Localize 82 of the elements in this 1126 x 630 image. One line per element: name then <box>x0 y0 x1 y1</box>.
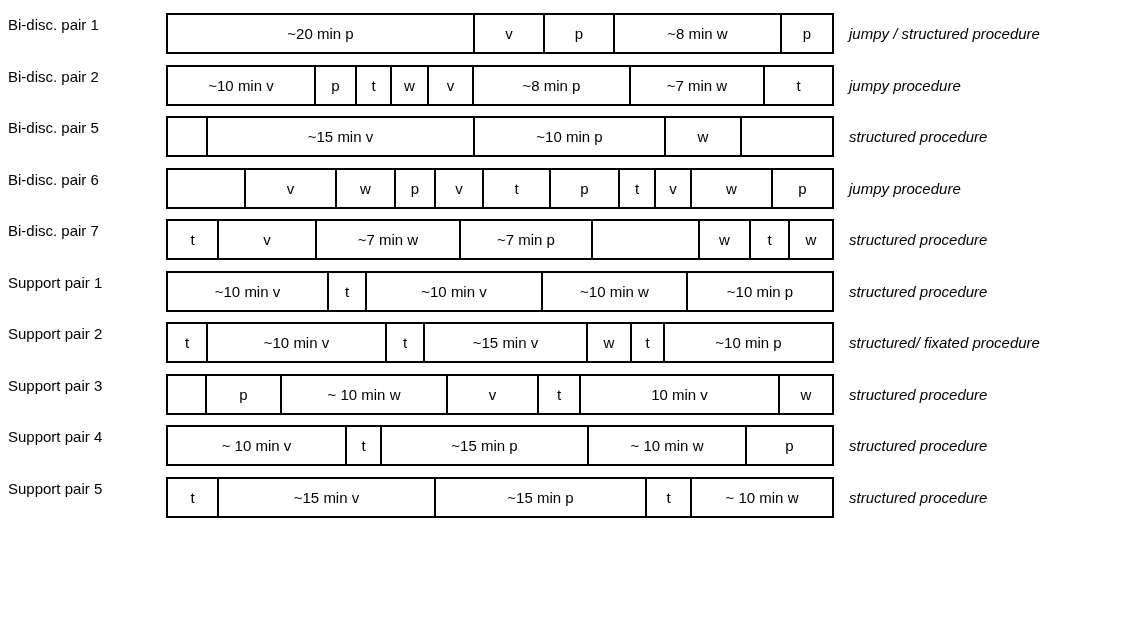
time-segment: ~10 min p <box>473 116 666 157</box>
procedure-note: structured procedure <box>849 231 988 248</box>
time-segment: v <box>446 373 539 415</box>
time-segment: t <box>630 322 665 363</box>
time-segment: t <box>166 476 219 518</box>
time-segment: v <box>434 167 484 209</box>
time-segment: p <box>549 167 620 209</box>
time-segment: w <box>586 322 632 363</box>
time-segment: v <box>473 13 545 54</box>
time-segment: ~7 min w <box>315 219 461 260</box>
time-segment: ~10 min v <box>365 270 543 312</box>
time-segment: t <box>749 219 790 260</box>
row-label: Bi-disc. pair 6 <box>8 170 99 188</box>
time-segment: ~15 min v <box>206 116 475 157</box>
time-segment: ~10 min v <box>166 270 329 312</box>
time-segment: ~10 min p <box>686 270 834 312</box>
time-segment: ~ 10 min w <box>280 373 448 415</box>
time-segment: ~20 min p <box>166 13 475 54</box>
time-segment: v <box>244 167 337 209</box>
time-segment: ~15 min v <box>423 322 588 363</box>
time-segment: 10 min v <box>579 373 780 415</box>
time-segment: p <box>394 167 436 209</box>
time-segment: ~10 min v <box>166 64 316 106</box>
procedure-note: structured procedure <box>849 488 988 506</box>
row-label: Support pair 4 <box>8 428 103 445</box>
procedure-note: jumpy procedure <box>849 76 961 94</box>
time-segment: p <box>771 167 834 209</box>
time-segment: w <box>335 167 396 209</box>
time-segment: v <box>654 167 692 209</box>
time-segment: t <box>618 167 656 209</box>
procedure-note: jumpy procedure <box>849 179 961 197</box>
time-segment: ~ 10 min w <box>690 476 834 518</box>
time-segment: ~7 min w <box>629 64 765 106</box>
time-segment: ~15 min p <box>380 425 589 466</box>
procedure-note: structured procedure <box>849 282 988 300</box>
row-label: Bi-disc. pair 5 <box>8 119 99 136</box>
time-segment: w <box>698 219 751 260</box>
time-segment: ~15 min v <box>217 476 436 518</box>
time-segment: t <box>482 167 551 209</box>
row-label: Support pair 2 <box>8 325 103 342</box>
time-segment: t <box>166 219 219 260</box>
time-segment: ~15 min p <box>434 476 647 518</box>
time-segment: t <box>763 64 834 106</box>
row-label: Bi-disc. pair 2 <box>8 67 99 85</box>
time-segment: p <box>314 64 357 106</box>
time-segment: t <box>645 476 692 518</box>
row-label: Support pair 3 <box>8 376 103 394</box>
time-segment: w <box>690 167 773 209</box>
time-segment: ~8 min p <box>472 64 631 106</box>
time-segment: ~8 min w <box>613 13 782 54</box>
time-segment: p <box>780 13 834 54</box>
time-segment: t <box>537 373 581 415</box>
procedure-note: structured procedure <box>849 437 988 454</box>
time-segment: t <box>327 270 367 312</box>
time-segment: ~7 min p <box>459 219 593 260</box>
time-segment: p <box>543 13 615 54</box>
empty-segment <box>166 373 207 415</box>
time-segment: w <box>664 116 742 157</box>
row-label: Bi-disc. pair 1 <box>8 16 99 33</box>
time-segment: ~10 min w <box>541 270 688 312</box>
time-segment: ~ 10 min v <box>166 425 347 466</box>
time-segment: t <box>385 322 425 363</box>
time-segment: ~ 10 min w <box>587 425 747 466</box>
time-segment: ~10 min p <box>663 322 834 363</box>
time-segment: t <box>166 322 208 363</box>
row-label: Support pair 1 <box>8 273 103 291</box>
time-segment: w <box>788 219 834 260</box>
time-segment: v <box>217 219 317 260</box>
time-segment: t <box>345 425 382 466</box>
time-segment: p <box>745 425 834 466</box>
row-label: Bi-disc. pair 7 <box>8 222 99 239</box>
time-segment: ~10 min v <box>206 322 387 363</box>
procedure-note: structured procedure <box>849 385 988 403</box>
time-segment: t <box>355 64 392 106</box>
time-segment: w <box>778 373 834 415</box>
procedure-note: structured procedure <box>849 128 988 145</box>
row-label: Support pair 5 <box>8 479 103 497</box>
time-segment: v <box>427 64 474 106</box>
procedure-note: structured/ fixated procedure <box>849 334 1040 351</box>
time-segment: w <box>390 64 429 106</box>
time-segment: p <box>205 373 282 415</box>
procedure-note: jumpy / structured procedure <box>849 25 1040 42</box>
